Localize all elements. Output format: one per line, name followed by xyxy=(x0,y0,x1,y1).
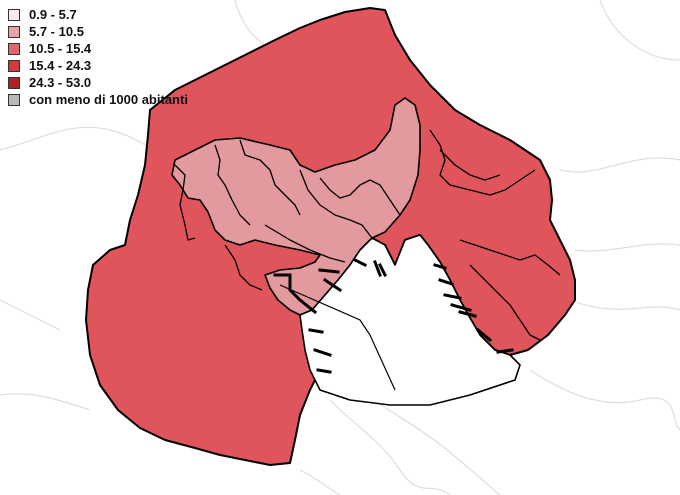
port-piers xyxy=(273,257,514,374)
legend-swatch xyxy=(8,42,20,55)
legend-item: 5.7 - 10.5 xyxy=(8,23,188,40)
legend-swatch xyxy=(8,93,20,106)
legend-label: 0.9 - 5.7 xyxy=(29,6,77,22)
legend-item: 24.3 - 53.0 xyxy=(8,74,188,91)
legend-label: 10.5 - 15.4 xyxy=(29,40,92,56)
legend-label: con meno di 1000 abitanti xyxy=(29,91,188,107)
legend-item: con meno di 1000 abitanti xyxy=(8,91,188,108)
map-legend: 0.9 - 5.7 5.7 - 10.5 10.5 - 15.4 15.4 - … xyxy=(8,6,188,108)
legend-item: 10.5 - 15.4 xyxy=(8,40,188,57)
legend-swatch xyxy=(8,25,20,38)
legend-item: 0.9 - 5.7 xyxy=(8,6,188,23)
legend-label: 24.3 - 53.0 xyxy=(29,74,92,90)
legend-label: 15.4 - 24.3 xyxy=(29,57,92,73)
harbour-breakwater xyxy=(279,284,396,391)
legend-swatch xyxy=(8,59,20,72)
district-boundaries xyxy=(174,129,561,341)
legend-swatch xyxy=(8,76,20,89)
legend-swatch xyxy=(8,8,20,21)
legend-item: 15.4 - 24.3 xyxy=(8,57,188,74)
legend-label: 5.7 - 10.5 xyxy=(29,23,84,39)
